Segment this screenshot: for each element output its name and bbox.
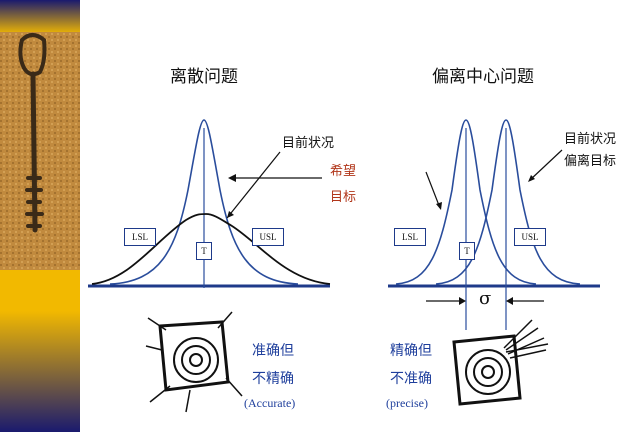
right-pointer-current-head <box>528 175 535 182</box>
key-image <box>18 33 47 233</box>
left-target-label-line1: 希望 <box>330 164 357 179</box>
right-caption-line1: 精确但 <box>390 343 432 359</box>
right-t-box: T <box>459 242 475 260</box>
right-current-state-line1: 目前状况 <box>564 132 617 147</box>
right-pointer-target-head <box>436 202 442 210</box>
left-caption-line3: (Accurate) <box>244 396 296 410</box>
right-usl-box: USL <box>514 228 546 246</box>
sigma-arrow-left-head <box>459 297 466 305</box>
right-current-state-line2: 偏离目标 <box>564 154 617 169</box>
left-pointer-current <box>226 151 281 219</box>
left-caption-line2: 不精确 <box>252 371 294 387</box>
left-diagram <box>88 119 331 288</box>
right-caption-line3: (precise) <box>386 396 428 410</box>
right-shifted-curve <box>435 119 581 285</box>
sigma-label: σ <box>479 288 492 309</box>
right-diagram <box>388 119 600 330</box>
left-title: 离散问题 <box>170 67 238 87</box>
target-icon-scattered <box>145 311 243 413</box>
left-usl-box: USL <box>252 228 284 246</box>
left-caption-line1: 准确但 <box>252 343 294 359</box>
sigma-arrow-right-head <box>506 297 513 305</box>
left-current-state-label: 目前状况 <box>282 136 335 151</box>
left-t-box: T <box>196 242 212 260</box>
right-target-curve <box>395 119 537 285</box>
right-title: 偏离中心问题 <box>432 67 534 87</box>
left-lsl-box: LSL <box>124 228 156 246</box>
right-caption-line2: 不准确 <box>390 371 432 387</box>
right-pointer-target <box>425 171 441 209</box>
target-icon-clustered <box>452 319 549 406</box>
left-target-label-line2: 目标 <box>330 190 357 205</box>
left-wide-curve <box>91 213 331 285</box>
right-pointer-current <box>529 149 563 181</box>
left-pointer-current-head <box>227 211 234 218</box>
right-lsl-box: LSL <box>394 228 426 246</box>
left-narrow-curve <box>109 119 299 285</box>
left-pointer-target-head <box>228 174 236 182</box>
